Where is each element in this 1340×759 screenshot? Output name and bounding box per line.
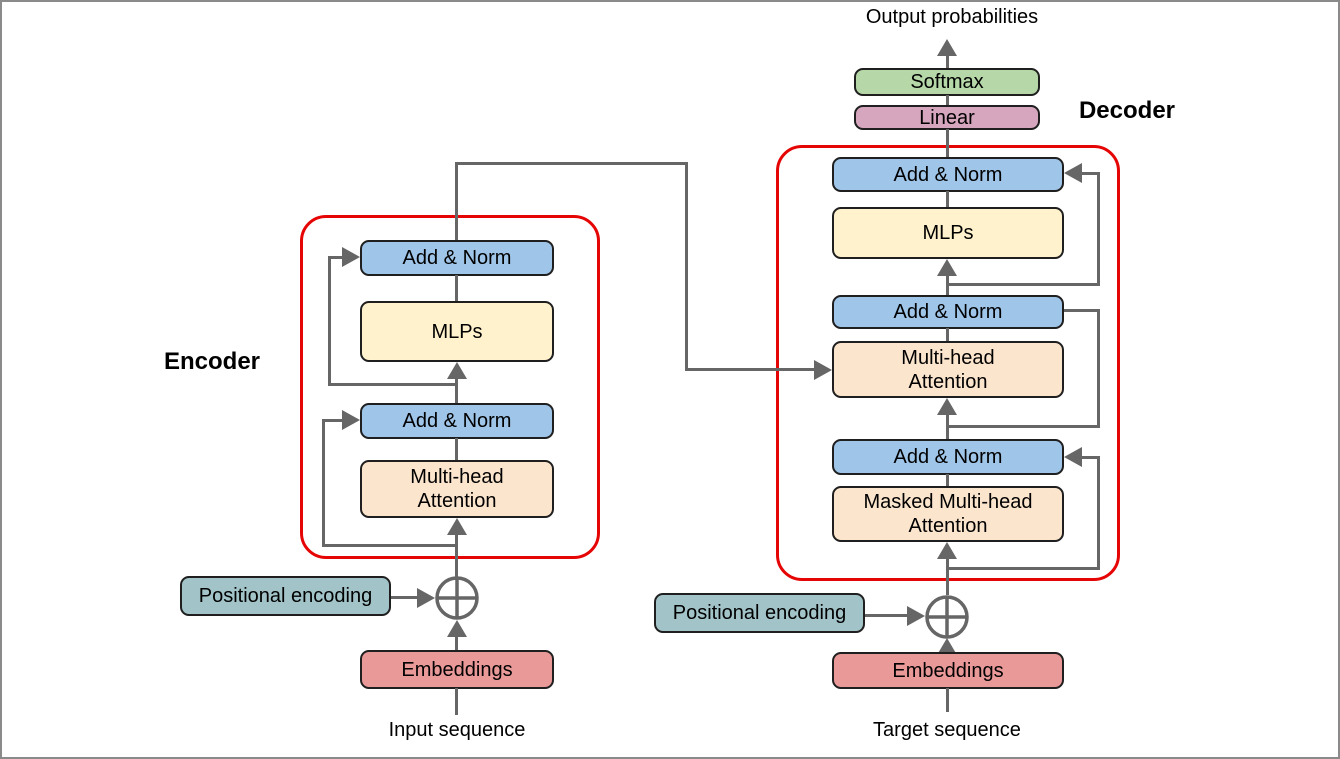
arrow-to-output (937, 39, 957, 56)
residual-line (328, 383, 458, 386)
residual-line (1080, 172, 1100, 175)
encoder-embeddings-label: Embeddings (401, 658, 513, 681)
decoder-attention-block: Multi-head Attention (832, 341, 1064, 398)
encoder-attention-block: Multi-head Attention (360, 460, 554, 518)
arrow-into-decoder-attention (937, 398, 957, 415)
encoder-plus-circle-icon (435, 576, 479, 620)
residual-line (322, 419, 344, 422)
encoder-mlps-label: MLPs (431, 320, 483, 343)
softmax-block-label: Softmax (910, 71, 984, 93)
decoder-positional-encoding-label: Positional encoding (672, 602, 847, 624)
decoder-mlps-label: MLPs (922, 222, 974, 244)
residual-line (328, 256, 344, 259)
flow-line (455, 688, 458, 715)
arrow-into-encoder-mlps (447, 362, 467, 379)
linear-block: Linear (854, 105, 1040, 130)
decoder-masked-attention-label: Masked Multi-head Attention (863, 491, 1033, 537)
flow-line (455, 438, 458, 460)
positional-encoding-line (865, 614, 909, 617)
residual-line (1097, 456, 1100, 569)
encoder-output-line (455, 162, 688, 165)
residual-line (946, 283, 1100, 286)
decoder-mlps-block: MLPs (832, 207, 1064, 259)
flow-line (946, 557, 949, 595)
input-sequence-label: Input sequence (388, 719, 526, 741)
arrow-into-encoder-plus-from-embeddings (447, 620, 467, 637)
arrow-into-encoder-add-norm-bottom (342, 410, 360, 430)
arrow-into-decoder-attention-from-encoder (814, 360, 832, 380)
arrow-into-decoder-plus-from-embeddings (937, 638, 957, 655)
decoder-add-norm-bottom-block: Add & Norm (832, 439, 1064, 475)
decoder-add-norm-mid-label: Add & Norm (893, 301, 1003, 323)
flow-line (455, 533, 458, 578)
encoder-attention-label: Multi-head Attention (410, 466, 504, 512)
flow-line (946, 191, 949, 208)
decoder-masked-attention-block: Masked Multi-head Attention (832, 486, 1064, 542)
decoder-add-norm-bottom-label: Add & Norm (893, 446, 1003, 468)
encoder-positional-encoding-block: Positional encoding (180, 576, 391, 616)
decoder-add-norm-top-label: Add & Norm (893, 163, 1003, 186)
flow-line (946, 95, 949, 106)
decoder-label: Decoder (1078, 97, 1176, 124)
flow-line (455, 377, 458, 403)
residual-line (1097, 172, 1100, 285)
arrow-into-decoder-masked-attention (937, 542, 957, 559)
softmax-block: Softmax (854, 68, 1040, 96)
flow-line (946, 474, 949, 486)
flow-line (946, 688, 949, 712)
decoder-positional-encoding-block: Positional encoding (654, 593, 865, 633)
residual-line (322, 419, 325, 547)
decoder-embeddings-label: Embeddings (892, 659, 1004, 682)
output-probabilities-label: Output probabilities (865, 6, 1039, 28)
flow-line (946, 328, 949, 341)
encoder-output-line (685, 162, 688, 371)
positional-encoding-line (391, 596, 419, 599)
arrow-into-decoder-add-norm-bottom (1064, 447, 1082, 467)
encoder-positional-encoding-label: Positional encoding (198, 585, 373, 607)
flow-line (455, 275, 458, 301)
residual-line (322, 544, 458, 547)
flow-line (946, 54, 949, 69)
encoder-add-norm-bottom-label: Add & Norm (402, 410, 512, 432)
arrow-into-encoder-add-norm-top (342, 247, 360, 267)
encoder-add-norm-top-label: Add & Norm (402, 247, 512, 269)
residual-line (1097, 309, 1100, 428)
arrow-into-decoder-plus (907, 606, 925, 626)
decoder-attention-label: Multi-head Attention (901, 346, 995, 393)
decoder-plus-circle-icon (925, 595, 969, 639)
encoder-embeddings-block: Embeddings (360, 650, 554, 689)
encoder-add-norm-bottom-block: Add & Norm (360, 403, 554, 439)
flow-line (455, 636, 458, 650)
encoder-label: Encoder (163, 348, 261, 375)
residual-line (946, 425, 1100, 428)
encoder-frame (300, 215, 600, 559)
encoder-add-norm-top-block: Add & Norm (360, 240, 554, 276)
arrow-into-decoder-add-norm-top (1064, 163, 1082, 183)
decoder-add-norm-mid-block: Add & Norm (832, 295, 1064, 329)
residual-line (1064, 309, 1100, 312)
residual-line (1080, 456, 1100, 459)
residual-line (328, 256, 331, 386)
arrow-into-encoder-plus (417, 588, 435, 608)
arrow-into-encoder-attention (447, 518, 467, 535)
target-sequence-label: Target sequence (873, 719, 1021, 741)
residual-line (946, 567, 1100, 570)
arrow-into-decoder-mlps (937, 259, 957, 276)
linear-block-label: Linear (919, 106, 975, 129)
flow-line (946, 129, 949, 157)
encoder-mlps-block: MLPs (360, 301, 554, 362)
encoder-output-line (685, 368, 816, 371)
decoder-add-norm-top-block: Add & Norm (832, 157, 1064, 192)
flow-line (455, 162, 458, 240)
decoder-embeddings-block: Embeddings (832, 652, 1064, 689)
